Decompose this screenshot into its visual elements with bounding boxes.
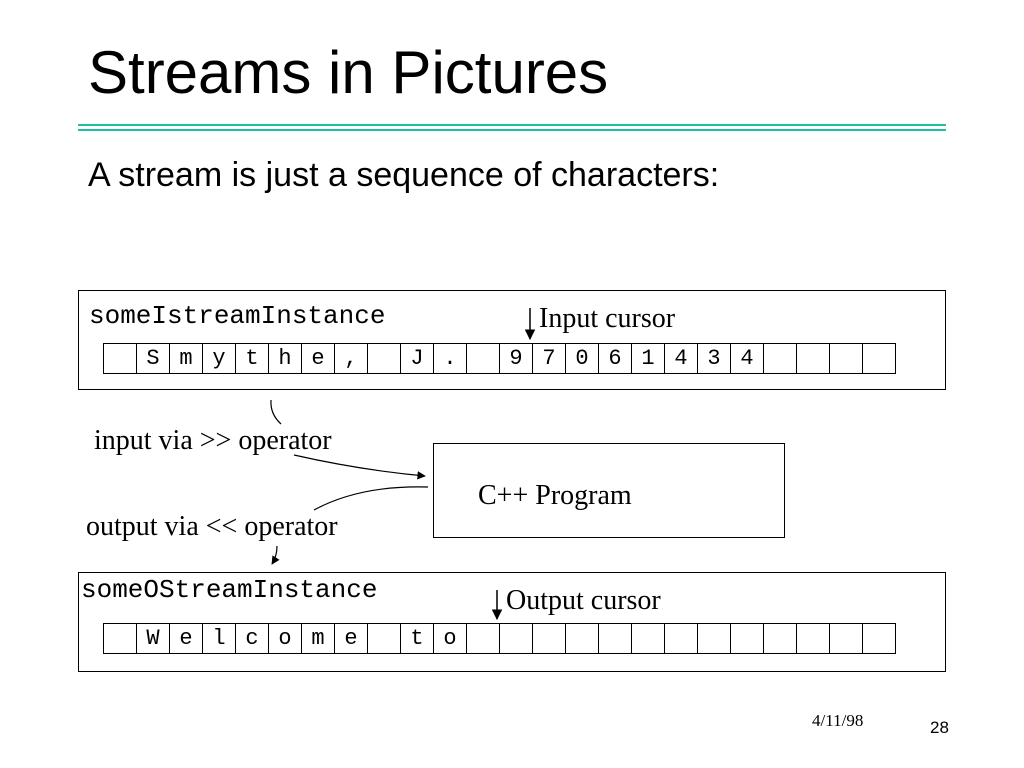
stream-cell: [500, 623, 533, 654]
stream-cell: e: [302, 343, 335, 374]
stream-cell: 6: [599, 343, 632, 374]
stream-cell: m: [170, 343, 203, 374]
stream-cell: [533, 623, 566, 654]
stream-cell: h: [269, 343, 302, 374]
stream-cell: J: [401, 343, 434, 374]
stream-cell: [665, 623, 698, 654]
title-rule-top: [78, 124, 946, 126]
stream-cell: o: [269, 623, 302, 654]
stream-cell: [863, 623, 896, 654]
stream-cell: [632, 623, 665, 654]
output-stream-name: someOStreamInstance: [81, 575, 378, 605]
cpp-program-label: C++ Program: [478, 480, 632, 511]
stream-cell: [731, 623, 764, 654]
stream-cell: 0: [566, 343, 599, 374]
stream-cell: c: [236, 623, 269, 654]
stream-cell: [104, 623, 137, 654]
stream-cell: [830, 623, 863, 654]
stream-cell: 4: [665, 343, 698, 374]
input-cursor-label: Input cursor: [539, 303, 676, 334]
stream-cell: 4: [731, 343, 764, 374]
cpp-program-box: C++ Program: [433, 443, 785, 538]
stream-cell: .: [434, 343, 467, 374]
stream-cell: [797, 623, 830, 654]
stream-cell: [368, 623, 401, 654]
stream-cell: [368, 343, 401, 374]
stream-cell: l: [203, 623, 236, 654]
stream-cell: e: [170, 623, 203, 654]
stream-cell: S: [137, 343, 170, 374]
stream-cell: [566, 623, 599, 654]
stream-cell: m: [302, 623, 335, 654]
stream-cell: 3: [698, 343, 731, 374]
slide-subtitle: A stream is just a sequence of character…: [88, 156, 720, 194]
footer-date: 4/11/98: [812, 711, 864, 730]
stream-cell: [863, 343, 896, 374]
input-stream-name: someIstreamInstance: [89, 301, 386, 331]
stream-cell: 1: [632, 343, 665, 374]
stream-cell: [698, 623, 731, 654]
stream-cell: ,: [335, 343, 368, 374]
stream-cell: [797, 343, 830, 374]
stream-cell: [764, 623, 797, 654]
output-cursor-label: Output cursor: [506, 585, 661, 616]
stream-cell: [467, 343, 500, 374]
stream-cell: e: [335, 623, 368, 654]
stream-cell: [830, 343, 863, 374]
stream-cell: o: [434, 623, 467, 654]
title-rule-bottom: [78, 129, 946, 131]
output-connector-arrow: [271, 545, 280, 565]
input-connector-top: [270, 399, 282, 425]
stream-cell: [764, 343, 797, 374]
stream-cell: W: [137, 623, 170, 654]
output-connector-curve: [313, 486, 429, 511]
stream-cell: 7: [533, 343, 566, 374]
stream-cell: [599, 623, 632, 654]
input-operator-label: input via >> operator: [94, 425, 332, 456]
page-number: 28: [930, 718, 949, 737]
stream-cell: t: [401, 623, 434, 654]
input-connector-arrow: [293, 454, 426, 480]
stream-cell: y: [203, 343, 236, 374]
stream-cell: t: [236, 343, 269, 374]
slide-title: Streams in Pictures: [88, 39, 609, 106]
stream-cell: [104, 343, 137, 374]
output-operator-label: output via << operator: [86, 511, 338, 542]
stream-cell: 9: [500, 343, 533, 374]
stream-cell: [467, 623, 500, 654]
